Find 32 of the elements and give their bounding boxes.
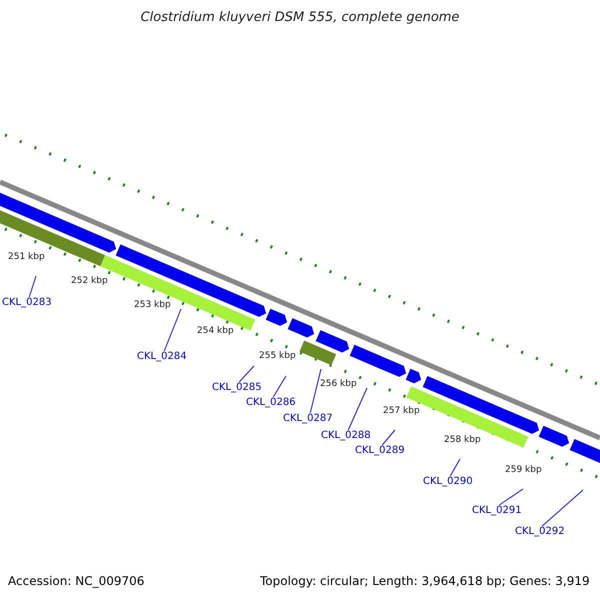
chart-title: Clostridium kluyveri DSM 555, complete genome [140, 10, 460, 25]
footer-text: Accession: NC_009706 [8, 574, 144, 588]
leader-line [450, 458, 460, 476]
leader-line [310, 368, 322, 414]
scale-label: 251 kbp [8, 252, 45, 262]
gene-label: CKL_0283 [2, 297, 52, 308]
leader-line [272, 376, 286, 398]
leader-line [348, 388, 368, 430]
scale-label: 256 kbp [320, 379, 357, 389]
gene-label: CKL_0292 [515, 526, 565, 537]
gene-label: CKL_0291 [472, 505, 522, 516]
scale-label: 259 kbp [505, 465, 542, 475]
leader-line [382, 430, 396, 446]
gene-label: CKL_0288 [321, 430, 371, 441]
scale-label: 253 kbp [134, 300, 171, 310]
gene-label: CKL_0287 [283, 413, 333, 424]
scale-label: 258 kbp [444, 435, 481, 445]
gene-label: CKL_0286 [246, 397, 296, 408]
footer-text: Topology: circular; Length: 3,964,618 bp; Genes: 3,919 [260, 574, 590, 588]
leader-line [498, 488, 524, 506]
scale-label: 254 kbp [197, 326, 234, 336]
leader-line [542, 490, 584, 526]
leader-line [28, 276, 36, 298]
leader-line [238, 366, 254, 382]
scale-label: 255 kbp [259, 351, 296, 361]
gene-label: CKL_0290 [423, 476, 473, 487]
gene-label: CKL_0289 [355, 445, 405, 456]
scale-label: 257 kbp [383, 406, 420, 416]
leader-line [164, 308, 182, 352]
gene-label: CKL_0284 [137, 351, 187, 362]
scale-label: 252 kbp [71, 276, 108, 286]
gene-label: CKL_0285 [212, 382, 262, 393]
